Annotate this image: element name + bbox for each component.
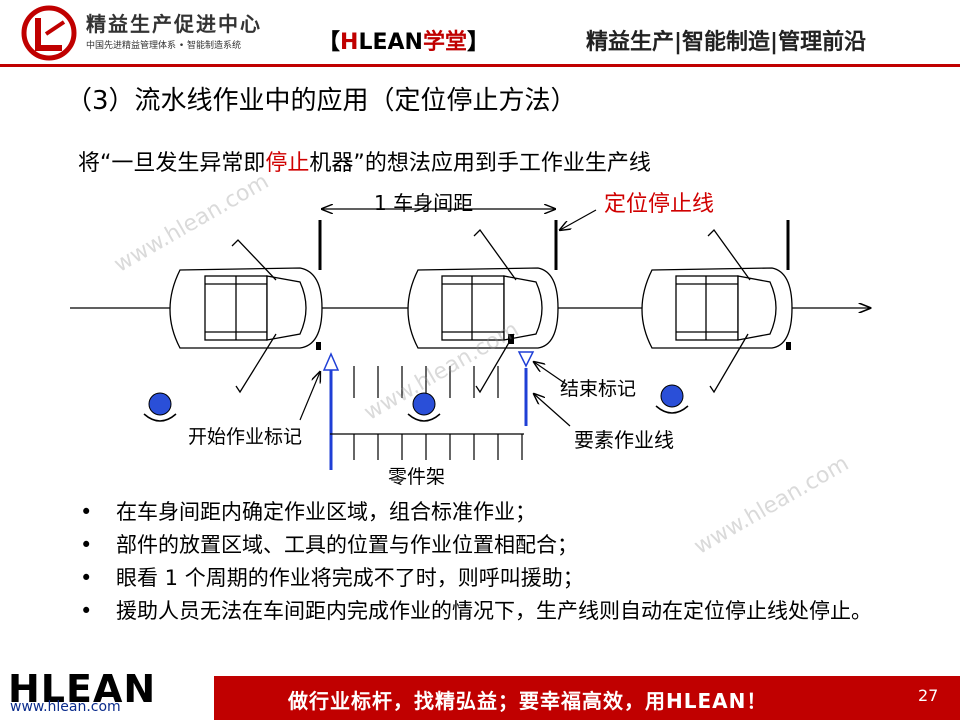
slide-subtitle: 将“一旦发生异常即停止机器”的想法应用到手工作业生产线 <box>78 145 651 177</box>
bullet-item: 援助人员无法在车间距内完成作业的情况下，生产线则自动在定位停止线处停止。 <box>80 595 900 628</box>
subtitle-pre: 将“一旦发生异常即 <box>78 151 266 176</box>
footer-url[interactable]: www.hlean.com <box>10 699 121 715</box>
start-mark-label: 开始作业标记 <box>188 426 303 448</box>
logo-subtitle: 中国先进精益管理体系 • 智能制造系统 <box>86 41 242 51</box>
car-marker-2 <box>508 334 514 344</box>
bullet-item: 部件的放置区域、工具的位置与作业位置相配合； <box>80 529 900 562</box>
worker-icon-1 <box>143 392 177 422</box>
start-leader <box>299 372 320 421</box>
logo-title: 精益生产促进中心 <box>86 12 262 36</box>
worker-icon-2 <box>407 392 441 422</box>
pitch-label: 1 车身间距 <box>374 191 474 215</box>
brand-xt: 学堂 <box>422 30 467 55</box>
logo-icon <box>21 5 77 61</box>
parts-rack-label: 零件架 <box>388 466 446 488</box>
bullet-item: 眼看 1 个周期的作业将完成不了时，则呼叫援助； <box>80 562 900 595</box>
stop-line-leader <box>560 209 597 230</box>
header: 精益生产促进中心 中国先进精益管理体系 • 智能制造系统 【HLEAN学堂】 精… <box>0 0 960 72</box>
end-mark-leader <box>534 362 567 385</box>
car-marker-3 <box>786 342 791 350</box>
parts-rack <box>330 433 524 460</box>
brand-lean: LEAN <box>358 30 423 55</box>
header-tagline: 精益生产|智能制造|管理前沿 <box>586 30 867 55</box>
start-marker-arrow <box>322 352 340 470</box>
car-body-2 <box>407 228 559 394</box>
subtitle-post: 机器”的想法应用到手工作业生产线 <box>309 151 651 176</box>
element-line-leader <box>534 394 571 427</box>
footer-slogan: 做行业标杆，找精弘益；要幸福高效，用HLEAN！ <box>288 689 768 713</box>
end-mark-label: 结束标记 <box>560 378 637 400</box>
work-zone-ticks <box>353 366 499 398</box>
end-marker <box>517 351 535 426</box>
brand-label: 【HLEAN学堂】 <box>318 24 489 56</box>
car-body-3 <box>641 228 793 394</box>
brand-h: H <box>340 30 359 55</box>
car-marker-1 <box>316 342 321 350</box>
page-number: 27 <box>918 686 939 705</box>
footer-logo: HLEAN <box>8 667 157 711</box>
brand-open: 【 <box>318 30 341 55</box>
brand-close: 】 <box>466 30 489 55</box>
header-divider <box>0 64 960 67</box>
footer-bar <box>214 676 960 720</box>
bullet-list: 在车身间距内确定作业区域，组合标准作业； 部件的放置区域、工具的位置与作业位置相… <box>80 496 900 628</box>
car-body-1 <box>169 239 323 394</box>
bullet-item: 在车身间距内确定作业区域，组合标准作业； <box>80 496 900 529</box>
slide-title: （3）流水线作业中的应用（定位停止方法） <box>66 86 577 116</box>
element-line-label: 要素作业线 <box>574 428 674 452</box>
stop-line-label: 定位停止线 <box>604 192 715 217</box>
worker-icon-3 <box>655 384 689 414</box>
subtitle-red: 停止 <box>265 151 310 176</box>
